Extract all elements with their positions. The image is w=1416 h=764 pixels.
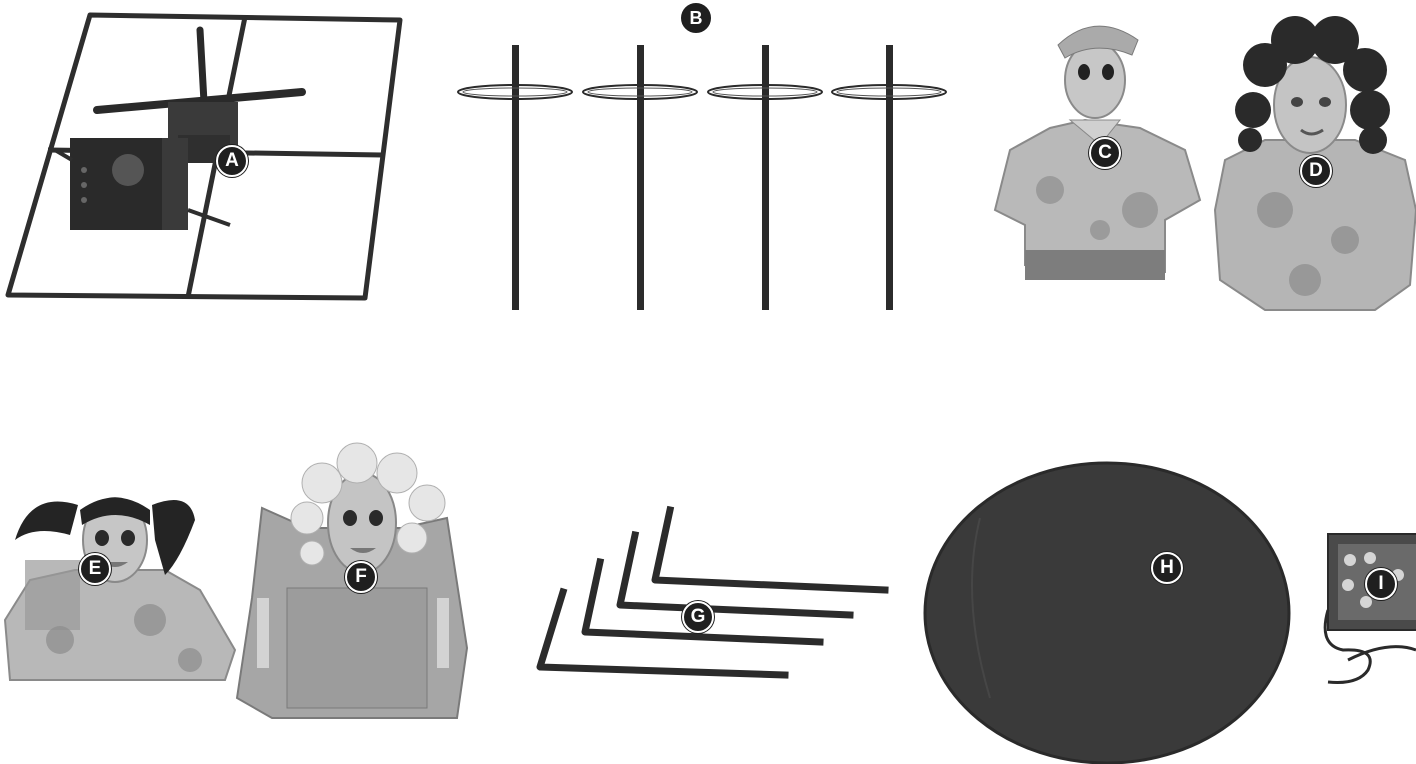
curly-hair-girl-doll-torso-icon [1213, 16, 1416, 311]
part-b-poles [455, 40, 955, 315]
part-f-label: F [345, 561, 377, 593]
part-b-label: B [681, 3, 711, 33]
light-control-box-with-cable-icon [1323, 533, 1416, 684]
base-frame-icon [5, 12, 403, 301]
part-c-boy-doll [990, 10, 1202, 285]
part-f-blonde-girl-doll [232, 442, 472, 723]
part-i-control-box [1318, 530, 1416, 690]
part-i-label: I [1365, 568, 1397, 600]
part-h-round-cover [920, 458, 1295, 764]
part-g-label: G [682, 601, 714, 633]
part-a-label: A [216, 145, 248, 177]
pigtail-girl-doll-torso-icon [3, 497, 237, 681]
boy-doll-torso-icon [993, 25, 1202, 280]
part-d-label: D [1300, 155, 1332, 187]
blonde-girl-doll-torso-icon [235, 442, 469, 719]
part-a-base-frame [0, 10, 410, 305]
part-c-label: C [1089, 137, 1121, 169]
support-poles-icon [457, 44, 947, 311]
round-fabric-cover-icon [923, 461, 1291, 764]
part-d-curly-girl-doll [1205, 10, 1416, 315]
l-shaped-arm-rods-icon [536, 505, 889, 679]
part-e-pigtail-girl-doll [0, 480, 240, 695]
part-h-label: H [1151, 552, 1183, 584]
part-e-label: E [79, 553, 111, 585]
part-g-arm-rods [530, 505, 895, 680]
